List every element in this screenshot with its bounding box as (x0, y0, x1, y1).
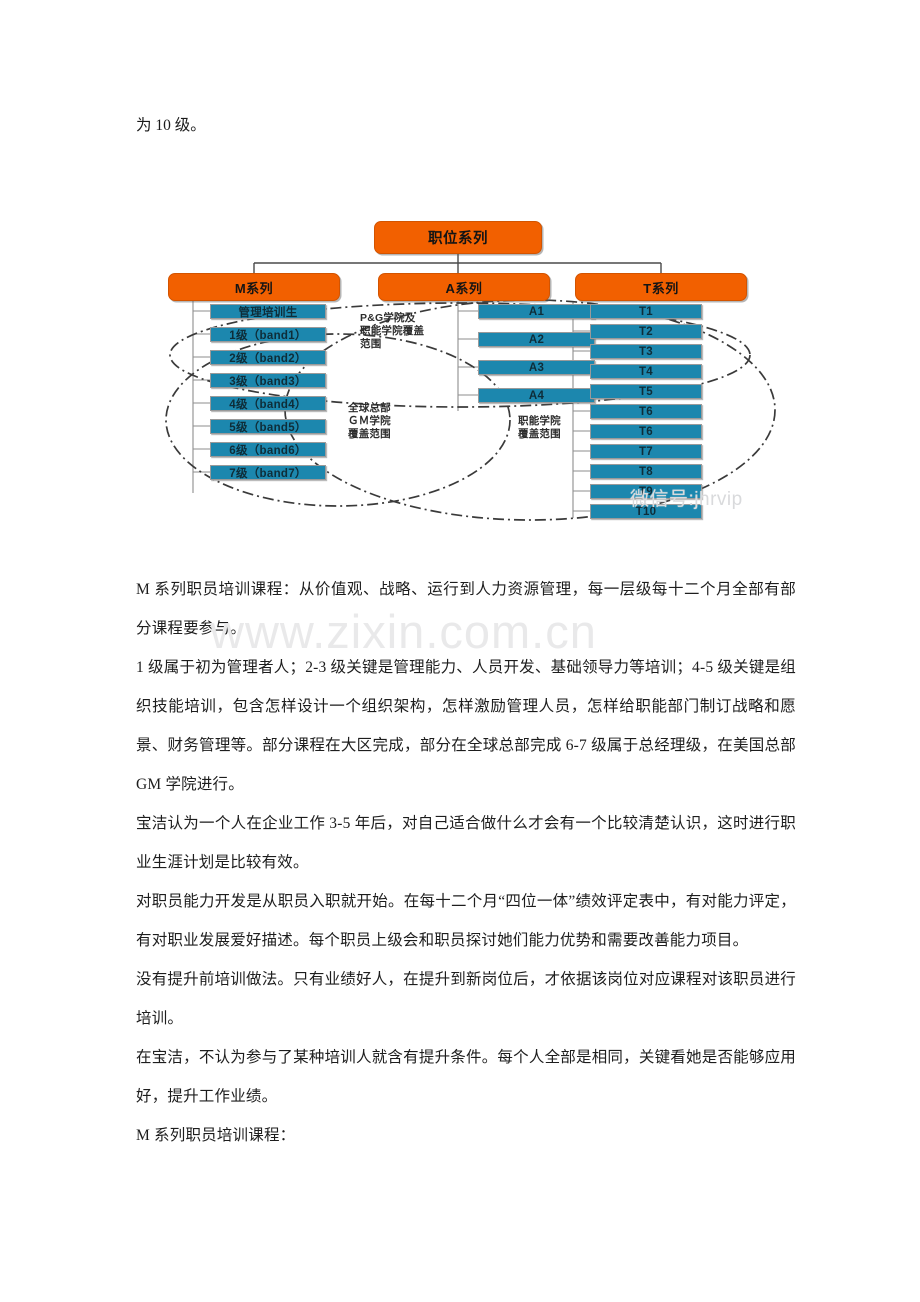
tree-connector-lines (253, 254, 662, 273)
paragraph-capability-development: 对职员能力开发是从职员入职就开始。在每十二个月“四位一体”绩效评定表中，有对能力… (136, 893, 796, 949)
m-level-band2[interactable]: 2级（band2） (210, 350, 326, 365)
t-level-t7[interactable]: T7 (590, 444, 702, 459)
t-level-t8[interactable]: T8 (590, 464, 702, 479)
paragraph-equal-opportunity: 在宝洁，不认为参与了某种培训人就含有提升条件。每个人全部是相同，关键看她是否能够… (136, 1049, 796, 1105)
node-position-series[interactable]: 职位系列 (374, 221, 542, 254)
annotation-pg-academy: P&G学院及 职能学院覆盖 范围 (360, 312, 425, 350)
node-t-series[interactable]: T系列 (575, 273, 747, 301)
m-level-band7[interactable]: 7级（band7） (210, 465, 326, 480)
intro-line: 为 10 级。 (136, 117, 206, 134)
a-level-a3[interactable]: A3 (478, 360, 595, 375)
t-level-t1[interactable]: T1 (590, 304, 702, 319)
a-column-connectors (457, 301, 478, 411)
scope-ellipse-gm (165, 333, 511, 507)
paragraph-no-pre-promotion: 没有提升前培训做法。只有业绩好人，在提升到新岗位后，才依据该岗位对应课程对该职员… (136, 971, 796, 1027)
a-level-a1[interactable]: A1 (478, 304, 595, 319)
t-level-t6b[interactable]: T6 (590, 424, 702, 439)
paragraph-level-details: 1 级属于初为管理者人；2-3 级关键是管理能力、人员开发、基础领导力等培训；4… (136, 659, 796, 793)
document-text-body: M 系列职员培训课程：从价值观、战略、运行到人力资源管理，每一层级每十二个月全部… (136, 570, 796, 1155)
m-level-band4[interactable]: 4级（band4） (210, 396, 326, 411)
m-level-trainee[interactable]: 管理培训生 (210, 304, 326, 319)
diagram-connectors-and-outlines (165, 254, 776, 521)
t-level-t5[interactable]: T5 (590, 384, 702, 399)
t-level-t10[interactable]: T10 (590, 504, 702, 519)
t-level-t6a[interactable]: T6 (590, 404, 702, 419)
m-level-band3[interactable]: 3级（band3） (210, 373, 326, 388)
t-level-t3[interactable]: T3 (590, 344, 702, 359)
wechat-watermark: 微信号:jhrvip (630, 489, 743, 510)
m-column-connectors (192, 301, 210, 493)
m-level-band6[interactable]: 6级（band6） (210, 442, 326, 457)
paragraph-m-series-heading: M 系列职员培训课程： (136, 1127, 296, 1144)
paragraph-career-planning: 宝洁认为一个人在企业工作 3-5 年后，对自己适合做什么才会有一个比较清楚认识，… (136, 815, 796, 871)
m-level-band1[interactable]: 1级（band1） (210, 327, 326, 342)
scope-ellipse-pg (169, 302, 751, 408)
a-level-a2[interactable]: A2 (478, 332, 595, 347)
t-level-t9[interactable]: T9 (590, 484, 702, 499)
annotation-gm-academy: 全球总部 ＧＭ学院 覆盖范围 (348, 402, 391, 440)
annotation-functional-academy: 职能学院 覆盖范围 (518, 415, 561, 440)
position-series-diagram: 职位系列 M系列 A系列 T系列 管理培训生 1级（band1） 2级（band… (160, 215, 792, 537)
a-level-a4[interactable]: A4 (478, 388, 595, 403)
m-level-band5[interactable]: 5级（band5） (210, 419, 326, 434)
node-a-series[interactable]: A系列 (378, 273, 550, 301)
node-m-series[interactable]: M系列 (168, 273, 340, 301)
t-level-t4[interactable]: T4 (590, 364, 702, 379)
site-watermark: www.zixin.com.cn (210, 605, 597, 658)
paragraph-m-series-courses: M 系列职员培训课程：从价值观、战略、运行到人力资源管理，每一层级每十二个月全部… (136, 581, 796, 637)
t-level-t2[interactable]: T2 (590, 324, 702, 339)
